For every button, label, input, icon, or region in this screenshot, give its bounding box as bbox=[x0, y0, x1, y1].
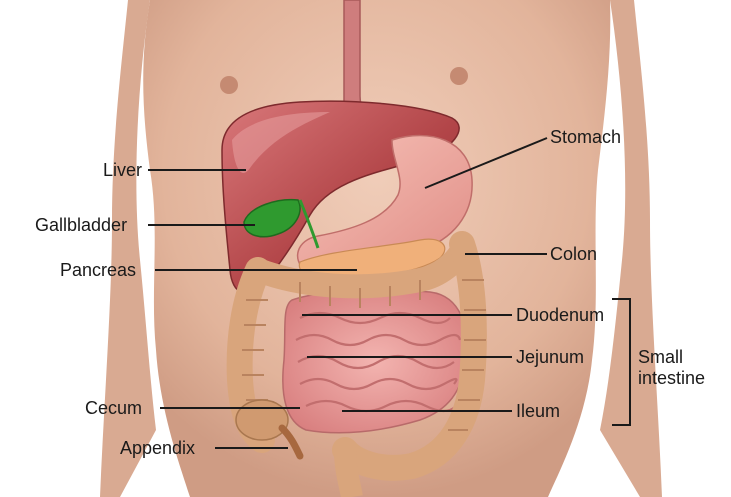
label-colon: Colon bbox=[550, 244, 597, 264]
label-jejunum: Jejunum bbox=[516, 347, 584, 367]
label-pancreas: Pancreas bbox=[60, 260, 136, 280]
right-nipple bbox=[450, 67, 468, 85]
label-gallbladder: Gallbladder bbox=[35, 215, 127, 235]
label-duodenum: Duodenum bbox=[516, 305, 604, 325]
label-ileum: Ileum bbox=[516, 401, 560, 421]
label-liver: Liver bbox=[103, 160, 142, 180]
sigmoid-rectum bbox=[345, 450, 352, 497]
cecum bbox=[236, 400, 288, 440]
label-cecum: Cecum bbox=[85, 398, 142, 418]
label-small-intestine-line1: Small bbox=[638, 347, 705, 368]
label-small-intestine-line2: intestine bbox=[638, 368, 705, 389]
left-nipple bbox=[220, 76, 238, 94]
label-small-intestine: Small intestine bbox=[638, 347, 705, 389]
label-stomach: Stomach bbox=[550, 127, 621, 147]
label-appendix: Appendix bbox=[120, 438, 195, 458]
